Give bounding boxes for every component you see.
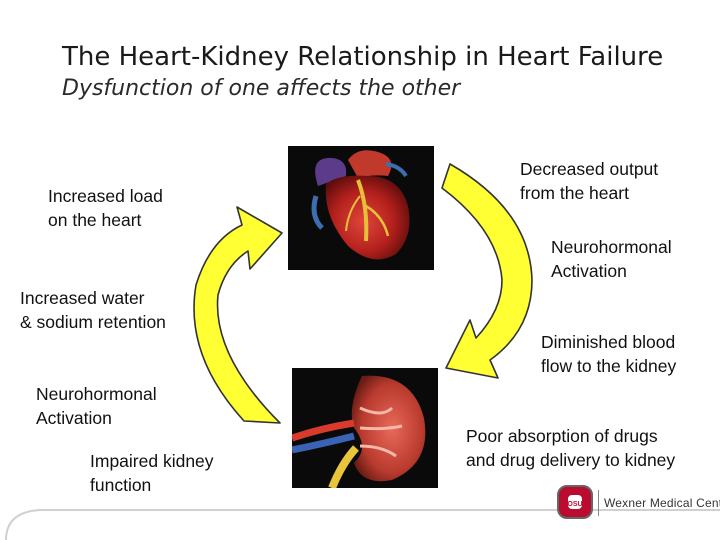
label-neurohormonal-right: Neurohormonal Activation bbox=[551, 235, 672, 283]
heart-image bbox=[288, 146, 434, 270]
label-neurohormonal-left: Neurohormonal Activation bbox=[36, 382, 157, 430]
label-increased-water: Increased water & sodium retention bbox=[20, 286, 166, 334]
ohio-state-logo-icon: OSU bbox=[556, 484, 594, 520]
slide-subtitle: Dysfunction of one affects the other bbox=[62, 76, 460, 101]
label-impaired-kidney: Impaired kidney function bbox=[90, 449, 214, 497]
left-cycle-arrow bbox=[182, 185, 292, 425]
label-decreased-output: Decreased output from the heart bbox=[520, 157, 658, 205]
slide-title: The Heart-Kidney Relationship in Heart F… bbox=[62, 42, 663, 72]
kidney-image bbox=[292, 368, 438, 488]
label-poor-absorption: Poor absorption of drugs and drug delive… bbox=[466, 424, 675, 472]
label-increased-load: Increased load on the heart bbox=[48, 184, 163, 232]
svg-text:OSU: OSU bbox=[567, 501, 582, 508]
label-diminished-flow: Diminished blood flow to the kidney bbox=[541, 330, 676, 378]
logo-text: Wexner Medical Center bbox=[604, 496, 720, 510]
logo-divider bbox=[598, 490, 599, 516]
